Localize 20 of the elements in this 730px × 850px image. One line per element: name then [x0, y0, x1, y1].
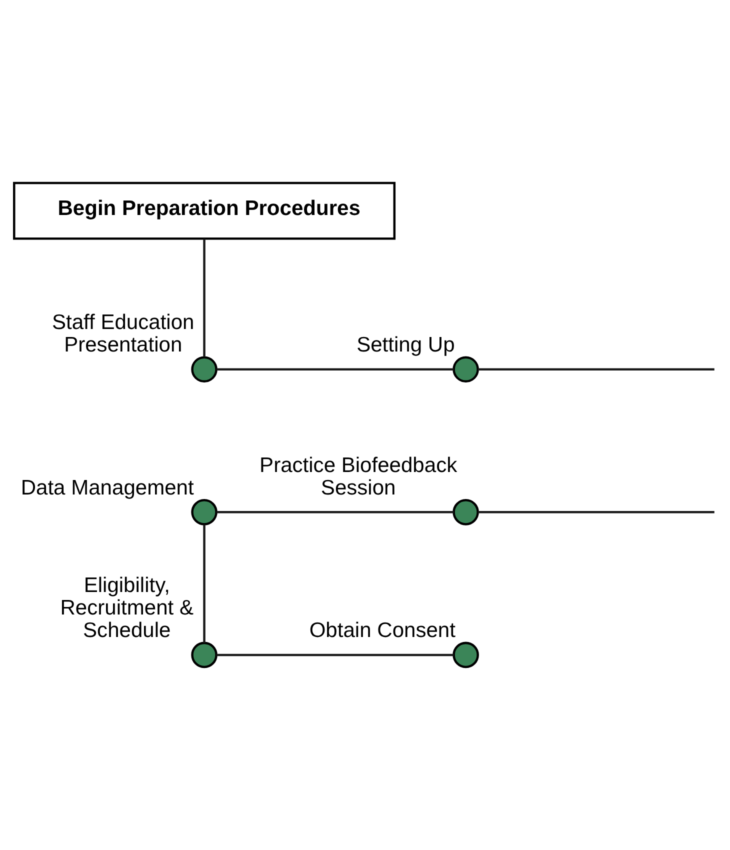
node-box: Begin Preparation Procedures [13, 182, 396, 240]
node-label: Setting Up [356, 334, 455, 357]
connector [203, 238, 206, 358]
connector [216, 511, 454, 514]
connector [203, 524, 206, 643]
connector [216, 368, 454, 371]
node-label: Practice Biofeedback Session [260, 454, 458, 500]
connector [478, 368, 714, 371]
node-circle [452, 642, 479, 668]
node-circle [452, 499, 479, 526]
node-circle [191, 356, 218, 383]
connector [216, 654, 454, 656]
node-label: Data Management [20, 476, 194, 500]
node-circle [191, 642, 218, 668]
node-label: Eligibility, Recruitment & Schedule [60, 574, 194, 642]
node-circle [452, 356, 479, 383]
node-label: Staff Education Presentation [52, 311, 194, 357]
node-circle [191, 499, 218, 526]
node-label: Obtain Consent [309, 619, 456, 642]
connector [478, 511, 714, 514]
